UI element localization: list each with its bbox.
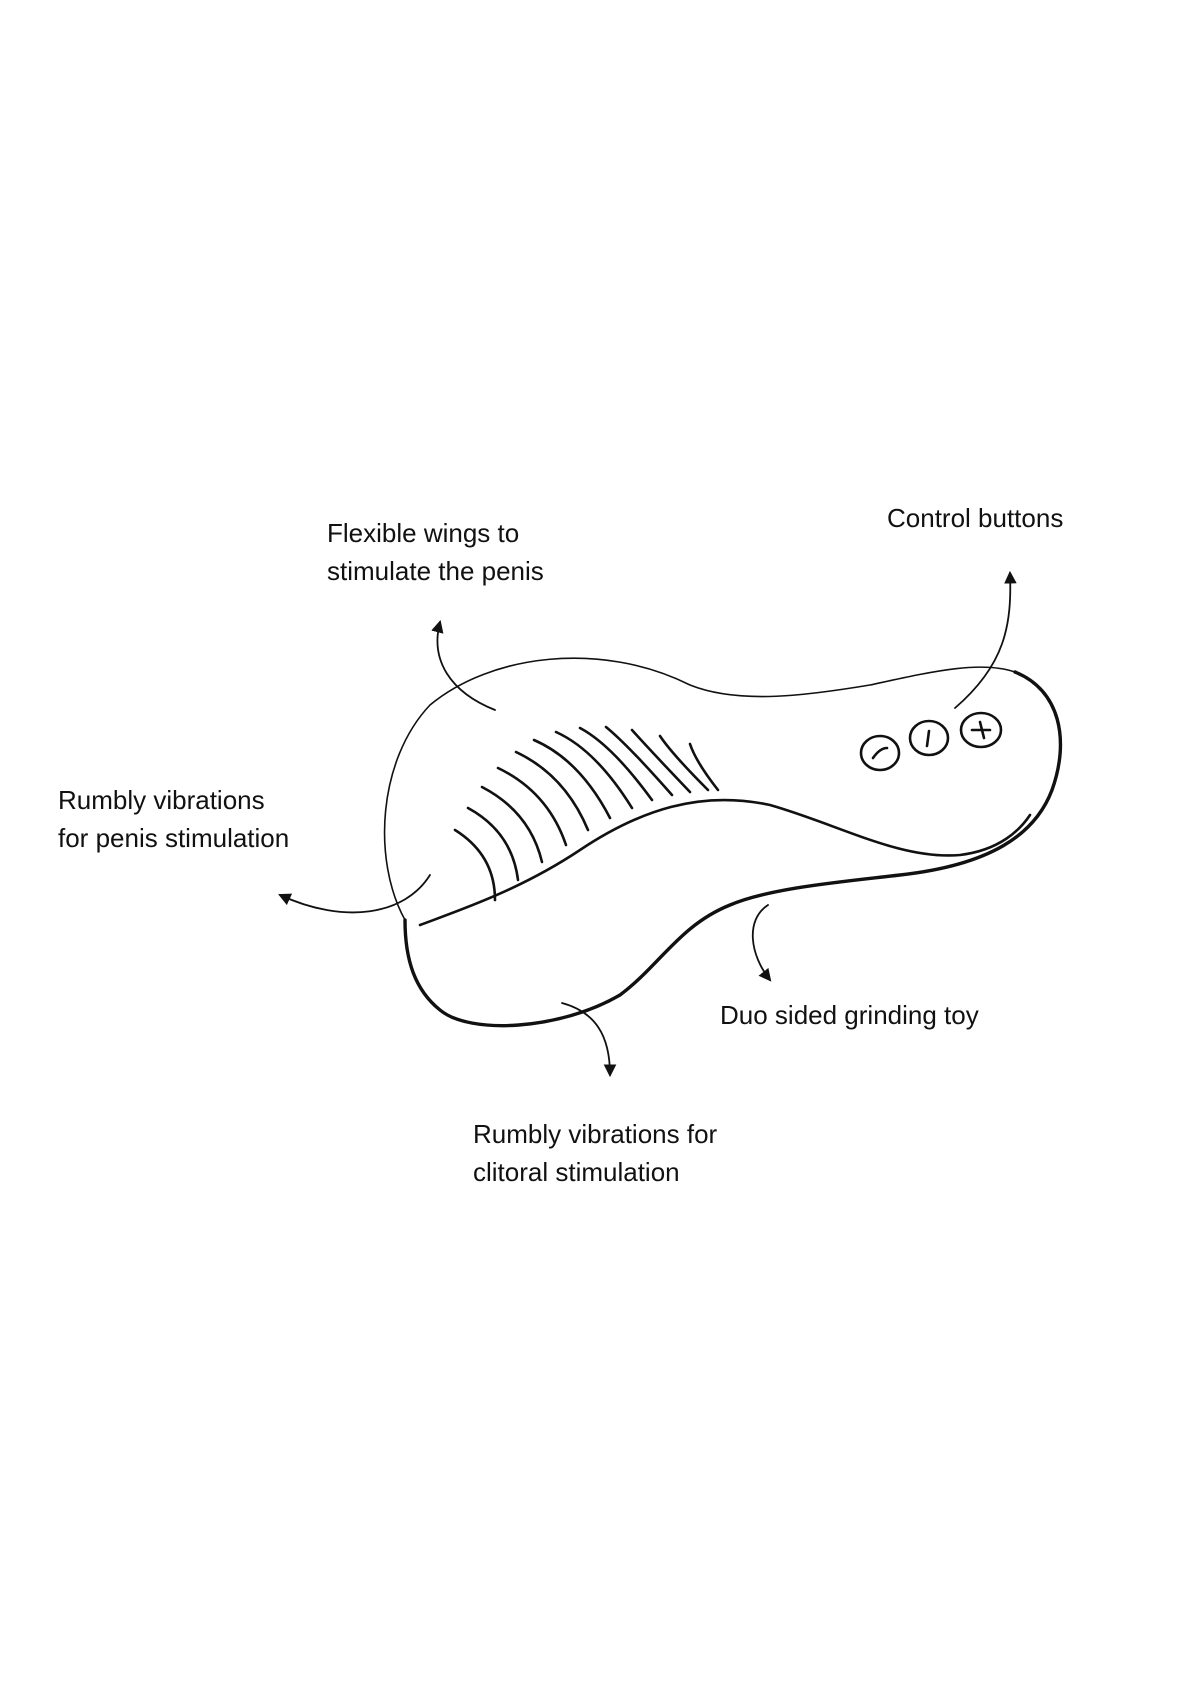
callout-clitoral-vibrations: Rumbly vibrations for clitoral stimulati… xyxy=(473,1115,717,1191)
control-button-icon xyxy=(959,711,1003,749)
callout-line: Duo sided grinding toy xyxy=(720,1000,979,1030)
callout-arrows xyxy=(278,570,1017,1078)
arrow-icon xyxy=(278,874,431,914)
toy-upper-outline xyxy=(383,657,1016,921)
toy-outer-outline xyxy=(403,670,1063,1028)
ridge-8 xyxy=(578,726,654,802)
callout-duo-sided: Duo sided grinding toy xyxy=(720,996,979,1034)
control-buttons xyxy=(859,711,1003,772)
arrow-icon xyxy=(561,1002,617,1078)
wing-ridges xyxy=(453,725,720,902)
callout-flexible-wings: Flexible wings to stimulate the penis xyxy=(327,514,544,590)
callout-control-buttons: Control buttons xyxy=(887,499,1063,537)
arrow-icon xyxy=(431,619,496,711)
ridge-4 xyxy=(496,766,568,847)
toy-inner-curve xyxy=(418,798,1032,927)
ridge-2 xyxy=(466,806,520,882)
control-button-icon xyxy=(908,719,950,757)
callout-line: Rumbly vibrations for xyxy=(473,1119,718,1149)
callout-line: for penis stimulation xyxy=(58,823,290,853)
callout-line: Control buttons xyxy=(887,503,1064,533)
callout-line: Flexible wings to xyxy=(327,518,520,548)
ridge-6 xyxy=(532,738,612,820)
ridge-11 xyxy=(658,734,710,792)
ridge-3 xyxy=(480,785,544,864)
ridge-12 xyxy=(688,742,720,792)
ridge-5 xyxy=(514,750,590,832)
callout-line: Rumbly vibrations xyxy=(58,785,265,815)
ridge-9 xyxy=(604,725,674,797)
callout-line: stimulate the penis xyxy=(327,556,544,586)
callout-penis-vibrations: Rumbly vibrations for penis stimulation xyxy=(58,781,289,857)
control-button-icon xyxy=(859,734,901,772)
toy-body xyxy=(383,657,1063,1028)
ridge-7 xyxy=(554,730,634,810)
ridge-10 xyxy=(630,728,692,794)
arrow-icon xyxy=(954,570,1017,709)
callout-line: clitoral stimulation xyxy=(473,1157,680,1187)
arrow-icon xyxy=(751,904,772,982)
ridge-1 xyxy=(453,828,497,902)
